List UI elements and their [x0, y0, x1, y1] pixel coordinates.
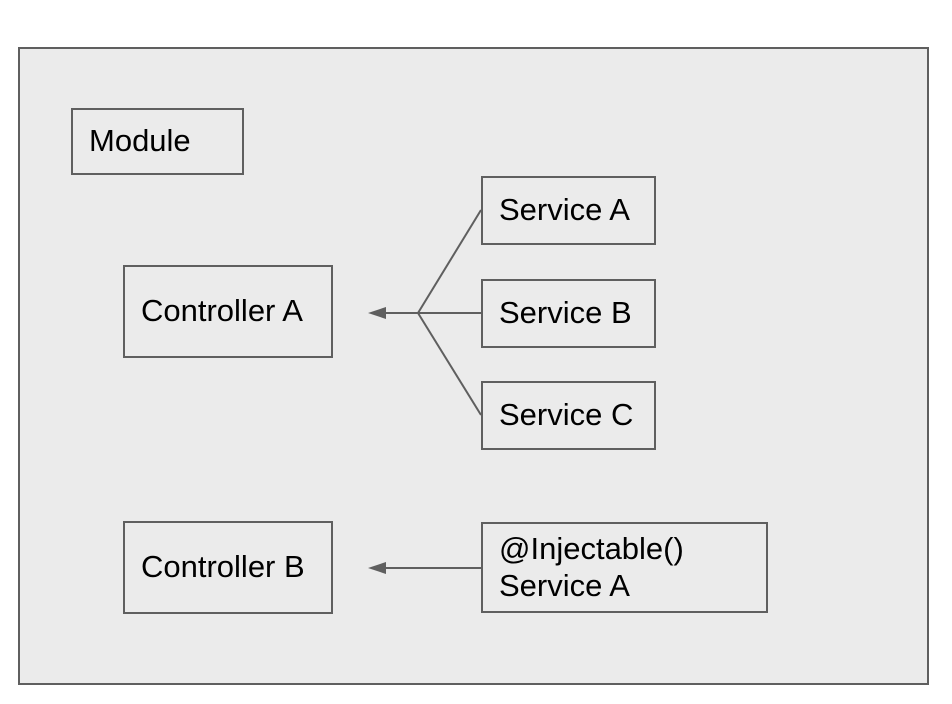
module-label: Module	[89, 123, 191, 159]
injectable-decorator-label: @Injectable()	[499, 531, 684, 567]
controller-a-label: Controller A	[141, 293, 303, 329]
service-b-box: Service B	[481, 279, 656, 348]
injectable-service-name-label: Service A	[499, 567, 630, 603]
service-b-label: Service B	[499, 295, 632, 331]
service-c-label: Service C	[499, 397, 634, 433]
controller-b-label: Controller B	[141, 549, 305, 585]
module-box: Module	[71, 108, 244, 175]
controller-a-box: Controller A	[123, 265, 333, 358]
controller-b-box: Controller B	[123, 521, 333, 614]
service-c-box: Service C	[481, 381, 656, 450]
service-a-label: Service A	[499, 192, 630, 228]
service-a-box: Service A	[481, 176, 656, 245]
injectable-service-a-box: @Injectable() Service A	[481, 522, 768, 613]
